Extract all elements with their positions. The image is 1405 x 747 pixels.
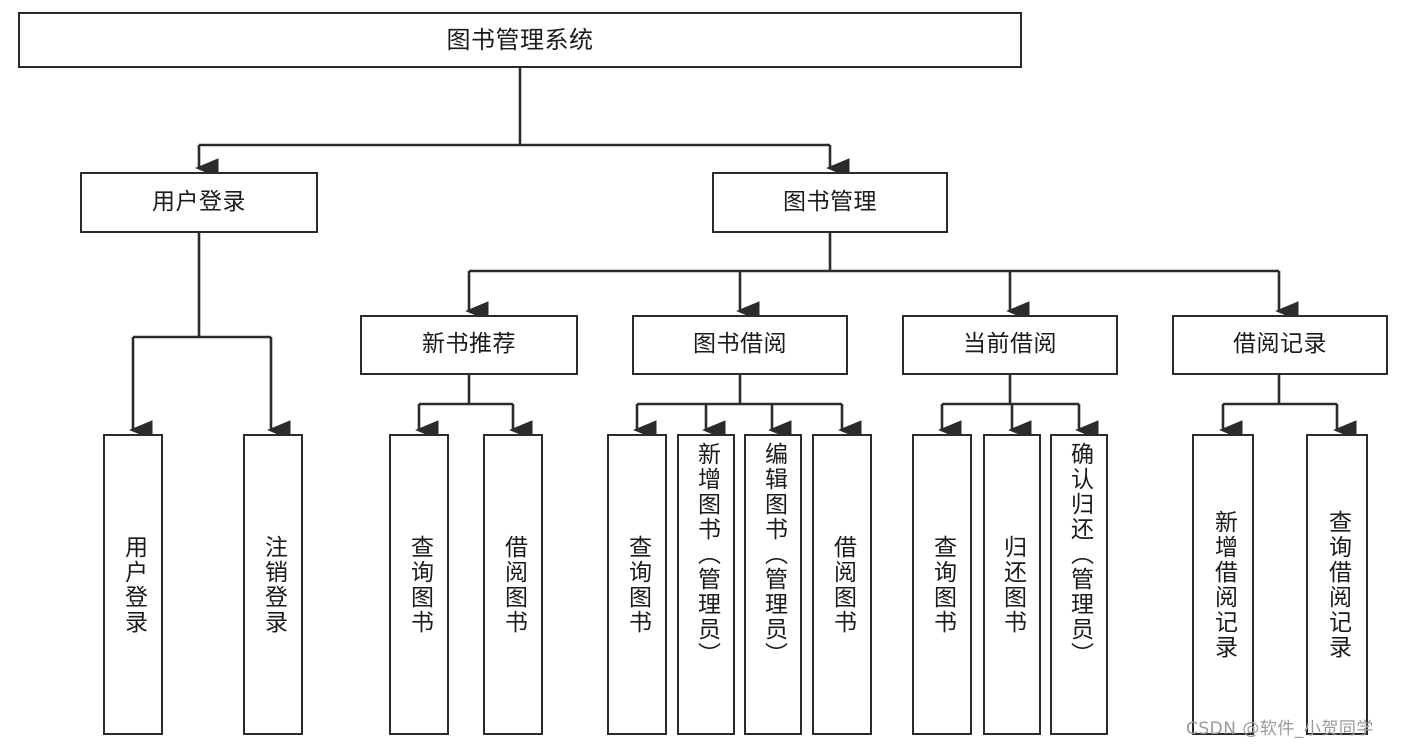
node-leaf-return-book-label: 归还图书 [999,534,1026,635]
csdn-watermark: CSDN @软件_小贺同学 [1186,719,1374,739]
node-leaf-confirm-return-label: 确认归还（管理员） [1066,442,1093,667]
node-leaf-confirm-return[interactable]: 确认归还（管理员） [1050,434,1108,735]
node-leaf-add-record[interactable]: 新增借阅记录 [1192,434,1254,735]
node-leaf-query-book-1[interactable]: 查询图书 [389,434,449,735]
node-book-borrow-label: 图书借阅 [693,331,787,358]
node-borrow-record-label: 借阅记录 [1233,331,1327,358]
node-leaf-query-book-2[interactable]: 查询图书 [607,434,667,735]
node-leaf-query-record-label: 查询借阅记录 [1324,509,1351,660]
node-leaf-edit-book[interactable]: 编辑图书（管理员） [744,434,802,735]
node-leaf-query-record[interactable]: 查询借阅记录 [1306,434,1368,735]
node-leaf-query-book-1-label: 查询图书 [406,534,433,635]
node-leaf-borrow-book-2-label: 借阅图书 [829,534,856,635]
node-leaf-return-book[interactable]: 归还图书 [983,434,1041,735]
node-book-borrow[interactable]: 图书借阅 [632,315,848,375]
node-current-borrow-label: 当前借阅 [963,331,1057,358]
node-user-login[interactable]: 用户登录 [80,172,318,233]
node-new-book-recommend-label: 新书推荐 [422,331,516,358]
node-leaf-query-book-2-label: 查询图书 [624,534,651,635]
node-root-label: 图书管理系统 [446,25,594,54]
node-new-book-recommend[interactable]: 新书推荐 [360,315,578,375]
node-leaf-edit-book-label: 编辑图书（管理员） [760,442,787,667]
node-leaf-logout-login[interactable]: 注销登录 [243,434,303,735]
node-root[interactable]: 图书管理系统 [18,12,1022,68]
node-book-management[interactable]: 图书管理 [712,172,948,233]
node-leaf-user-login-label: 用户登录 [120,534,147,635]
node-book-management-label: 图书管理 [783,188,877,215]
node-leaf-add-book-label: 新增图书（管理员） [693,442,720,667]
node-leaf-logout-login-label: 注销登录 [260,534,287,635]
node-user-login-label: 用户登录 [152,188,246,215]
node-borrow-record[interactable]: 借阅记录 [1172,315,1388,375]
node-leaf-borrow-book-1-label: 借阅图书 [500,534,527,635]
node-current-borrow[interactable]: 当前借阅 [902,315,1118,375]
node-leaf-borrow-book-2[interactable]: 借阅图书 [812,434,872,735]
node-leaf-user-login[interactable]: 用户登录 [103,434,163,735]
node-leaf-add-book[interactable]: 新增图书（管理员） [677,434,735,735]
node-leaf-query-book-3[interactable]: 查询图书 [912,434,972,735]
node-leaf-borrow-book-1[interactable]: 借阅图书 [483,434,543,735]
node-leaf-query-book-3-label: 查询图书 [929,534,956,635]
node-leaf-add-record-label: 新增借阅记录 [1210,509,1237,660]
